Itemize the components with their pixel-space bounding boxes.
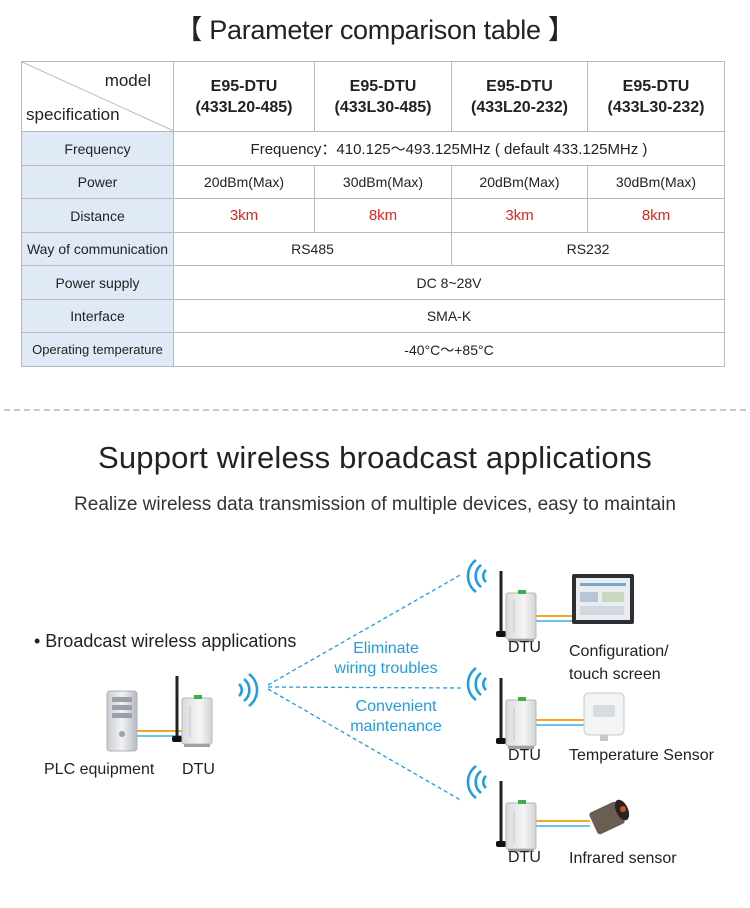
model-header-2: E95-DTU(433L30-485) [314, 61, 452, 132]
table-row-frequency: Frequency Frequency：410.125～493.125MHz (… [21, 131, 725, 166]
target-dtu-label-2: DTU [508, 747, 541, 764]
source-dtu-label: DTU [182, 761, 215, 778]
target-signal-icon-2 [466, 666, 488, 702]
plc-dtu-cable [137, 730, 182, 737]
corner-spec-label: specification [26, 105, 120, 124]
touch-screen-icon [572, 574, 634, 624]
infrared-sensor-icon [589, 799, 630, 835]
plc-equipment-icon [106, 690, 138, 752]
target-dtu-icon-3 [494, 779, 538, 854]
target-dtu-icon-2 [494, 676, 538, 751]
device-label-temperature-sensor: Temperature Sensor [569, 747, 714, 764]
row-label: Distance [21, 198, 174, 233]
bullet-broadcast: • Broadcast wireless applications [34, 631, 297, 651]
page-title: 【 Parameter comparison table 】 [175, 15, 575, 45]
corner-cell: model specification [21, 61, 174, 132]
model-header-1: E95-DTU(433L20-485) [173, 61, 315, 132]
distance-value: 3km [451, 198, 588, 233]
temperature-sensor-icon [583, 692, 625, 741]
source-dtu-icon [170, 674, 214, 749]
target-dtu-label-1: DTU [508, 639, 541, 656]
distance-value: 3km [173, 198, 315, 233]
row-label: Power [21, 165, 174, 199]
temperature-value: -40°C～+85°C [173, 332, 725, 367]
table-row-distance: Distance 3km 8km 3km 8km [21, 198, 725, 233]
device-label-touch-screen: Configuration/touch screen [569, 643, 669, 683]
table-row-interface: Interface SMA-K [21, 299, 725, 333]
plc-label: PLC equipment [44, 761, 155, 778]
target-dtu-icon-1 [494, 569, 538, 644]
row-label: Operating temperature [21, 332, 174, 367]
communication-value: RS485 [173, 232, 452, 266]
target-signal-icon-1 [466, 558, 488, 594]
table-row-power: Power 20dBm(Max) 30dBm(Max) 20dBm(Max) 3… [21, 165, 725, 199]
frequency-value: Frequency：410.125～493.125MHz ( default 4… [173, 131, 725, 166]
target-dtu-label-3: DTU [508, 849, 541, 866]
broadcast-lines [267, 573, 463, 802]
parameter-table: model specification E95-DTU(433L20-485) … [21, 61, 725, 367]
target-signal-icon-3 [466, 764, 488, 800]
source-signal-icon [237, 672, 259, 708]
power-value: 20dBm(Max) [451, 165, 588, 199]
corner-diagonal [22, 62, 173, 131]
power-value: 20dBm(Max) [173, 165, 315, 199]
target-cables [536, 615, 590, 827]
section-heading: Support wireless broadcast applications [97, 440, 653, 475]
table-header-row: model specification E95-DTU(433L20-485) … [21, 61, 725, 132]
corner-model-label: model [104, 71, 151, 90]
power-value: 30dBm(Max) [587, 165, 725, 199]
section-subheading: Realize wireless data transmission of mu… [74, 494, 676, 515]
device-label-infrared-sensor: Infrared sensor [569, 850, 677, 867]
table-row-temperature: Operating temperature -40°C～+85°C [21, 332, 725, 367]
model-header-3: E95-DTU(433L20-232) [451, 61, 588, 132]
distance-value: 8km [587, 198, 725, 233]
row-label: Frequency [21, 131, 174, 166]
section-divider [4, 409, 746, 411]
